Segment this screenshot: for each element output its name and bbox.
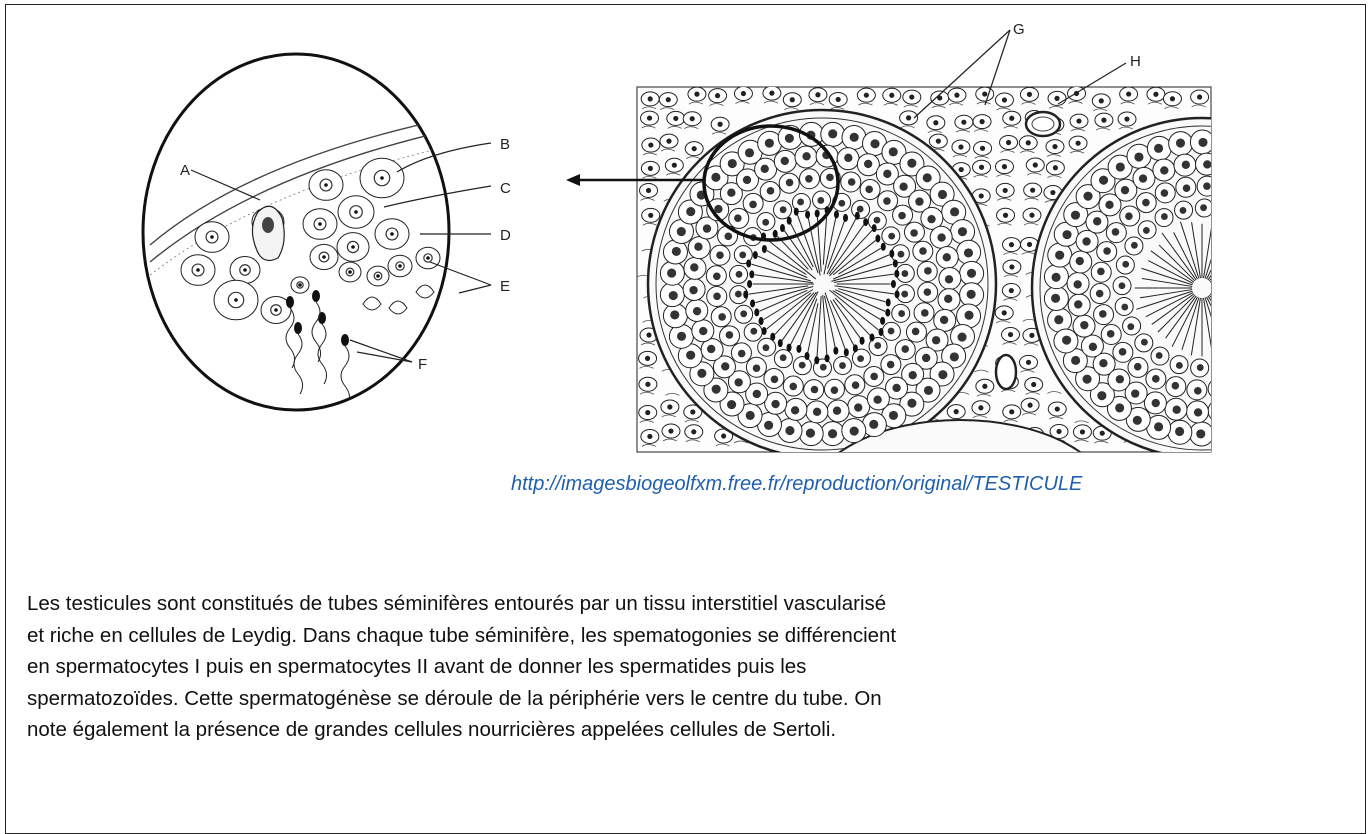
label-C: C bbox=[500, 180, 511, 197]
paragraph-line: en spermatocytes I puis en spermatocytes… bbox=[27, 651, 1347, 683]
label-D: D bbox=[500, 227, 511, 244]
magnified-view bbox=[143, 54, 465, 410]
blood-vessel bbox=[996, 355, 1016, 389]
label-B: B bbox=[500, 136, 510, 153]
paragraph-line: note également la présence de grandes ce… bbox=[27, 714, 1347, 746]
paragraph-line: et riche en cellules de Leydig. Dans cha… bbox=[27, 620, 1347, 652]
description-paragraph: Les testicules sont constitués de tubes … bbox=[27, 588, 1347, 746]
testicle-histology-figure: A B C D E F G H bbox=[0, 0, 1368, 470]
label-G: G bbox=[1013, 21, 1025, 38]
label-H: H bbox=[1130, 53, 1141, 70]
paragraph-line: spermatozoïdes. Cette spermatogénèse se … bbox=[27, 683, 1347, 715]
source-url: http://imagesbiogeolfxm.free.fr/reproduc… bbox=[511, 473, 1082, 496]
label-A: A bbox=[180, 162, 190, 179]
label-E: E bbox=[500, 278, 510, 295]
blood-vessel bbox=[1026, 112, 1060, 136]
seminiferous-tubule-section bbox=[637, 86, 1368, 470]
label-F: F bbox=[418, 356, 427, 373]
paragraph-line: Les testicules sont constitués de tubes … bbox=[27, 588, 1347, 620]
